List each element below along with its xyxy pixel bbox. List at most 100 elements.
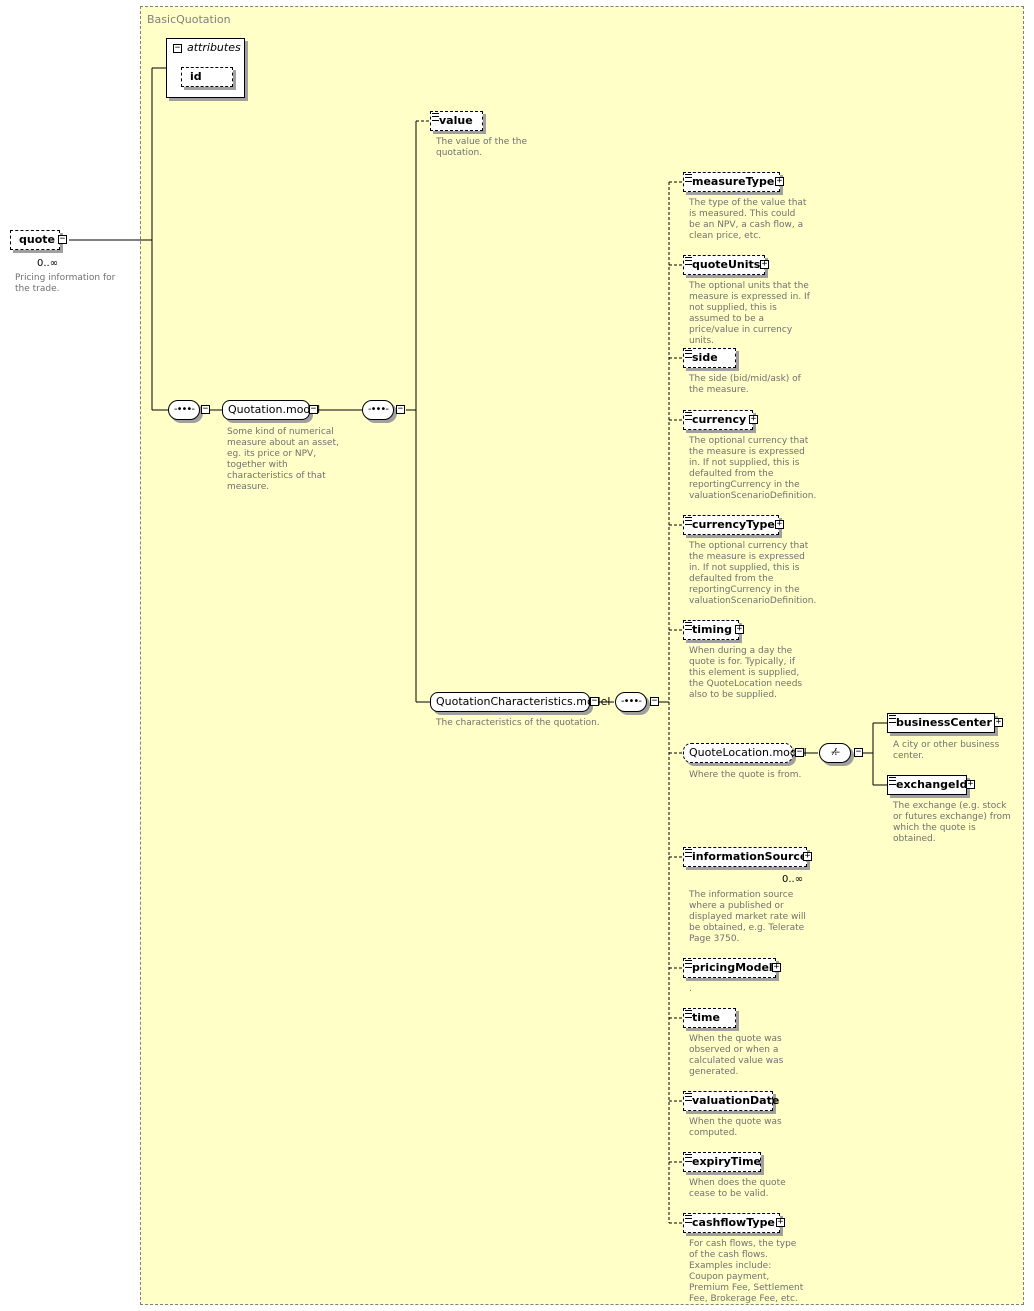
pricing-model-description: . — [689, 984, 692, 994]
measure-type-label: measureType — [692, 175, 775, 188]
plus-box-icon[interactable]: + — [775, 176, 784, 186]
expiry-time-description: When does the quote cease to be valid. — [689, 1178, 786, 1199]
basic-quotation-panel: BasicQuotation — [140, 6, 1024, 1305]
group-quotation-characteristics-model[interactable]: QuotationCharacteristics.model — [430, 692, 610, 712]
element-value[interactable]: value — [430, 111, 483, 131]
value-description: The value of the the quotation. — [436, 137, 527, 158]
choice-compositor-icon[interactable]: -⁄⁞- — [819, 743, 851, 763]
element-quote-label: quote — [19, 233, 55, 246]
collapse-icon[interactable]: − — [58, 234, 67, 244]
business-center-description: A city or other business center. — [893, 740, 1000, 761]
plus-box-icon[interactable]: + — [760, 259, 769, 269]
valuation-date-description: When the quote was computed. — [689, 1117, 782, 1138]
collapse-icon[interactable]: − — [650, 696, 659, 706]
measure-type-description: The type of the value that is measured. … — [689, 198, 807, 241]
documentation-icon — [685, 350, 692, 358]
side-label: side — [692, 351, 718, 364]
documentation-icon — [685, 174, 692, 182]
documentation-icon — [685, 1010, 692, 1018]
collapse-icon[interactable]: − — [173, 43, 182, 53]
expiry-time-label: expiryTime — [692, 1155, 761, 1168]
element-quote[interactable]: quote — [10, 230, 60, 250]
element-pricing-model[interactable]: pricingModel — [683, 958, 776, 978]
element-time[interactable]: time — [683, 1008, 736, 1028]
documentation-icon — [685, 257, 692, 265]
valuation-date-label: valuationDate — [692, 1094, 780, 1107]
documentation-icon — [685, 622, 692, 630]
element-measure-type[interactable]: measureType — [683, 172, 780, 192]
element-cashflow-type[interactable]: cashflowType — [683, 1213, 780, 1233]
information-source-label: informationSource — [692, 850, 808, 863]
exchange-id-label: exchangeId — [896, 778, 968, 791]
documentation-icon — [685, 1093, 692, 1101]
characteristics-model-description: The characteristics of the quotation. — [436, 718, 600, 728]
exchange-id-description: The exchange (e.g. stock or futures exch… — [893, 801, 1011, 844]
plus-box-icon[interactable]: + — [749, 414, 758, 424]
sequence-compositor-icon[interactable]: -•••- — [362, 400, 394, 420]
plus-box-icon[interactable]: + — [803, 851, 812, 861]
documentation-icon — [889, 715, 896, 723]
currency-description: The optional currency that the measure i… — [689, 436, 817, 501]
element-exchange-id[interactable]: exchangeId — [887, 775, 967, 795]
documentation-icon — [432, 113, 439, 121]
plus-box-icon[interactable]: + — [775, 519, 784, 529]
element-timing[interactable]: timing — [683, 620, 739, 640]
element-currency[interactable]: currency — [683, 410, 753, 430]
time-label: time — [692, 1011, 720, 1024]
characteristics-model-label: QuotationCharacteristics.model — [436, 695, 611, 708]
sequence-compositor-icon[interactable]: -•••- — [168, 400, 200, 420]
plus-box-icon[interactable]: + — [994, 717, 1003, 727]
cashflow-type-description: For cash flows, the type of the cash flo… — [689, 1239, 804, 1304]
documentation-icon — [685, 960, 692, 968]
element-business-center[interactable]: businessCenter — [887, 713, 995, 733]
information-source-occurrence: 0..∞ — [782, 874, 804, 885]
group-quote-location-model[interactable]: QuoteLocation.model — [683, 743, 807, 763]
side-description: The side (bid/mid/ask) of the measure. — [689, 374, 801, 395]
panel-title: BasicQuotation — [147, 13, 231, 26]
plus-box-icon[interactable]: + — [772, 962, 781, 972]
quote-units-label: quoteUnits — [692, 258, 761, 271]
documentation-icon — [685, 517, 692, 525]
collapse-icon[interactable]: − — [201, 404, 210, 414]
sequence-compositor-icon[interactable]: -•••- — [615, 692, 647, 712]
collapse-icon[interactable]: − — [396, 404, 405, 414]
element-value-label: value — [439, 114, 473, 127]
currency-type-description: The optional currency that the measure i… — [689, 541, 817, 606]
quotation-model-label: Quotation.model — [228, 403, 321, 416]
quotation-model-description: Some kind of numerical measure about an … — [227, 427, 339, 492]
element-currency-type[interactable]: currencyType — [683, 515, 779, 535]
attribute-id[interactable]: id — [181, 67, 233, 87]
attributes-title: attributes — [187, 41, 241, 54]
collapse-icon[interactable]: − — [854, 747, 863, 757]
documentation-icon — [685, 1215, 692, 1223]
plus-box-icon[interactable]: + — [966, 779, 975, 789]
cashflow-type-label: cashflowType — [692, 1216, 775, 1229]
documentation-icon — [685, 1154, 692, 1162]
pricing-model-label: pricingModel — [692, 961, 773, 974]
quote-description: Pricing information for the trade. — [15, 273, 116, 294]
collapse-icon[interactable]: − — [795, 747, 804, 757]
business-center-label: businessCenter — [896, 716, 992, 729]
currency-type-label: currencyType — [692, 518, 775, 531]
plus-box-icon[interactable]: + — [735, 624, 744, 634]
quote-units-description: The optional units that the measure is e… — [689, 281, 810, 346]
documentation-icon — [889, 777, 896, 785]
collapse-icon[interactable]: − — [309, 404, 318, 414]
attribute-id-label: id — [190, 70, 202, 83]
documentation-icon — [685, 412, 692, 420]
element-valuation-date[interactable]: valuationDate — [683, 1091, 779, 1111]
element-quote-units[interactable]: quoteUnits — [683, 255, 765, 275]
quote-location-description: Where the quote is from. — [689, 770, 802, 780]
attributes-box: − attributes id — [166, 38, 245, 98]
group-quotation-model[interactable]: Quotation.model — [222, 400, 320, 420]
time-description: When the quote was observed or when a ca… — [689, 1034, 784, 1077]
documentation-icon — [685, 849, 692, 857]
plus-box-icon[interactable]: + — [776, 1217, 785, 1227]
element-side[interactable]: side — [683, 348, 736, 368]
collapse-icon[interactable]: − — [590, 696, 599, 706]
element-expiry-time[interactable]: expiryTime — [683, 1152, 761, 1172]
quote-occurrence: 0..∞ — [37, 258, 59, 269]
element-information-source[interactable]: informationSource — [683, 847, 807, 867]
